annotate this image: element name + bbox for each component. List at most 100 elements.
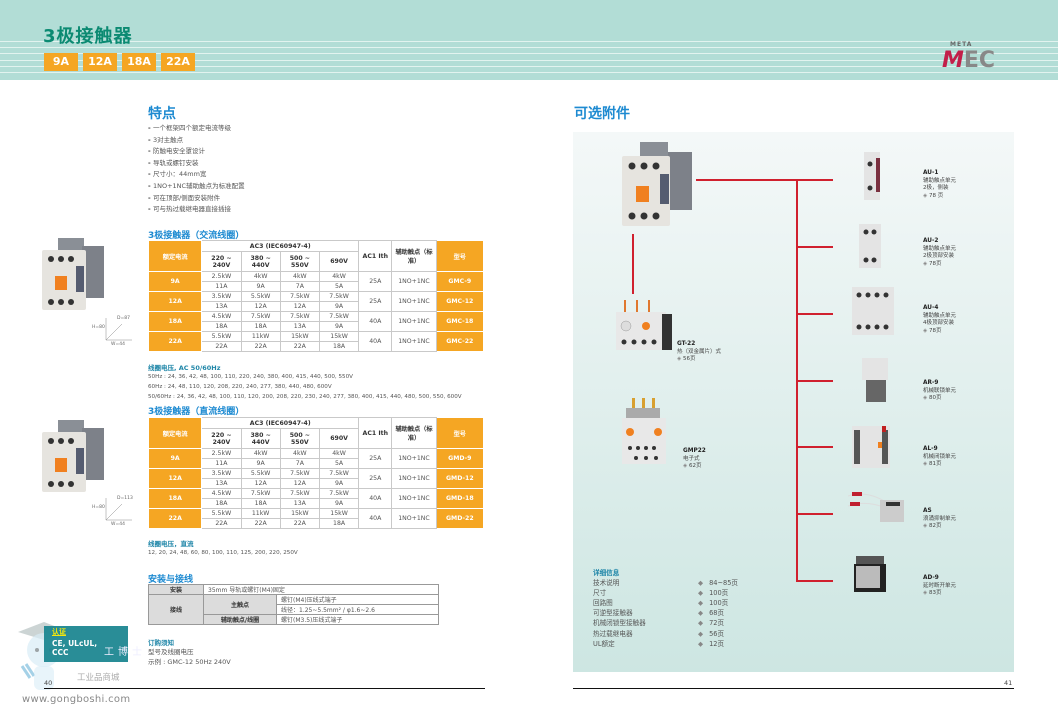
accessory-label-ar9: AR-9 机械联锁单元 ◈ 80页 <box>923 380 956 403</box>
dim-h: H=80 <box>92 325 105 330</box>
current-cell: 13A <box>279 498 320 509</box>
mount-label: 安装 <box>148 584 204 595</box>
rated-current-cell: 9A <box>147 448 203 469</box>
current-cell: 9A <box>318 478 360 489</box>
accessory-label-al9: AL-9 机械闭锁单元 ◈ 81页 <box>923 446 956 469</box>
power-cell: 4.5kW <box>201 311 242 322</box>
model-cell: GMD-9 <box>435 448 485 469</box>
power-cell: 7.5kW <box>318 291 360 302</box>
ac1-cell: 25A <box>358 448 393 469</box>
accessory-desc2: 2极顶部安装 <box>923 253 954 259</box>
rating-tab-22a: 22A <box>161 53 195 71</box>
accessory-desc: 延时断开单元 <box>923 582 957 589</box>
dim-h: H=80 <box>92 505 105 510</box>
power-cell: 4kW <box>240 271 281 282</box>
accessory-model: GT-22 <box>677 341 696 347</box>
accessory-page: 78页 <box>928 327 942 334</box>
page-arrow-icon: ◈ <box>683 463 689 469</box>
model-cell: GMD-22 <box>435 508 485 529</box>
current-cell: 22A <box>240 341 281 352</box>
accessory-desc: 辅助触点单元 <box>923 312 957 319</box>
contactor-dc-image <box>42 420 104 492</box>
current-cell: 7A <box>279 281 320 292</box>
coil-line-5060hz: 50/60Hz : 24, 36, 42, 48, 100, 110, 120,… <box>148 394 462 400</box>
power-cell: 3.5kW <box>201 291 242 302</box>
power-cell: 5.5kW <box>240 291 281 302</box>
connector-branch <box>796 313 833 315</box>
header-ac1: AC1 Ith <box>358 240 393 272</box>
page-arrow-icon: ◆ <box>698 629 704 638</box>
main-contact-value-2: 线径：1.25~5.5mm² / φ1.6~2.6 <box>276 604 439 615</box>
page-arrow-icon: ◆ <box>698 589 704 598</box>
current-cell: 11A <box>201 281 242 292</box>
connector-line-main <box>696 179 833 181</box>
aux-coil-label: 辅助触点/线圈 <box>203 614 277 625</box>
accessory-page: 82页 <box>928 523 942 529</box>
power-cell: 2.5kW <box>201 271 242 282</box>
current-cell: 13A <box>279 321 320 332</box>
header-aux: 辅助触点（标准） <box>391 240 437 272</box>
header-v2: 380 ~ 440V <box>240 428 281 449</box>
details-value: 72页 <box>709 619 725 628</box>
ar9-image <box>862 358 888 402</box>
current-cell: 13A <box>201 301 242 312</box>
rating-tabs: 9A 12A 18A 22A <box>44 53 195 71</box>
aux-contact-cell: 1NO+1NC <box>391 271 437 292</box>
page-arrow-icon: ◈ <box>923 523 929 529</box>
page-arrow-icon: ◈ <box>677 356 683 362</box>
details-row: UL额定◆12页 <box>593 639 738 649</box>
accessory-model: AU-2 <box>923 238 939 244</box>
details-value: 100页 <box>709 599 729 608</box>
details-row: 热过载继电器◆56页 <box>593 629 738 639</box>
cert-line-1: CE, ULcUL, <box>52 639 98 648</box>
page-arrow-icon: ◆ <box>698 619 704 628</box>
current-cell: 18A <box>201 321 242 332</box>
accessory-desc: 辅助触点单元 <box>923 245 957 252</box>
header-v4: 690V <box>318 251 360 272</box>
ac1-cell: 40A <box>358 488 393 509</box>
main-contactor-image <box>622 142 692 226</box>
accessory-desc: 机械闭锁单元 <box>923 453 957 460</box>
header-ac3: AC3 (IEC60947-4) <box>201 417 360 429</box>
aux-contact-cell: 1NO+1NC <box>391 508 437 529</box>
accessory-desc2: 2极，侧装 <box>923 185 949 191</box>
details-key: 技术说明 <box>593 579 620 588</box>
connector-branch <box>796 513 833 515</box>
header-v3: 500 ~ 550V <box>279 251 320 272</box>
accessory-model: AR-9 <box>923 380 939 386</box>
power-cell: 4kW <box>279 271 320 282</box>
feature-item: 尺寸小：44mm宽 <box>148 169 245 181</box>
model-cell: GMC-18 <box>435 311 485 332</box>
ac1-cell: 40A <box>358 311 393 332</box>
aux-contact-cell: 1NO+1NC <box>391 468 437 489</box>
accessory-desc: 机械联锁单元 <box>923 387 957 394</box>
accessory-label-as: AS 浪涌抑制单元 ◈ 82页 <box>923 508 956 531</box>
header-rated-current: 额定电流 <box>147 417 203 449</box>
page-arrow-icon: ◆ <box>698 599 704 608</box>
rated-current-cell: 22A <box>147 331 203 352</box>
dim-d: D=113 <box>117 496 133 501</box>
accessory-label-ad9: AD-9 延时断开单元 ◈ 83页 <box>923 575 956 598</box>
current-cell: 12A <box>240 301 281 312</box>
header-model: 型号 <box>435 417 485 449</box>
header-aux: 辅助触点（标准） <box>391 417 437 449</box>
power-cell: 7.5kW <box>279 468 320 479</box>
dim-w: W=44 <box>111 522 125 527</box>
details-row: 可逆型接触器◆68页 <box>593 608 738 618</box>
power-cell: 4kW <box>318 448 360 459</box>
accessory-page: 80页 <box>928 395 942 401</box>
ac1-cell: 40A <box>358 508 393 529</box>
accessory-desc: 电子式 <box>683 455 700 462</box>
aux-contact-cell: 1NO+1NC <box>391 331 437 352</box>
accessories-heading: 可选附件 <box>574 106 630 122</box>
power-cell: 5.5kW <box>201 508 242 519</box>
power-cell: 4.5kW <box>201 488 242 499</box>
details-list: 详细信息 技术说明◆84~85页尺寸◆100页回路图◆100页可逆型接触器◆68… <box>593 568 738 649</box>
dim-d: D=87 <box>117 316 130 321</box>
current-cell: 22A <box>279 518 320 529</box>
aux-contact-cell: 1NO+1NC <box>391 291 437 312</box>
au1-image <box>864 152 880 200</box>
